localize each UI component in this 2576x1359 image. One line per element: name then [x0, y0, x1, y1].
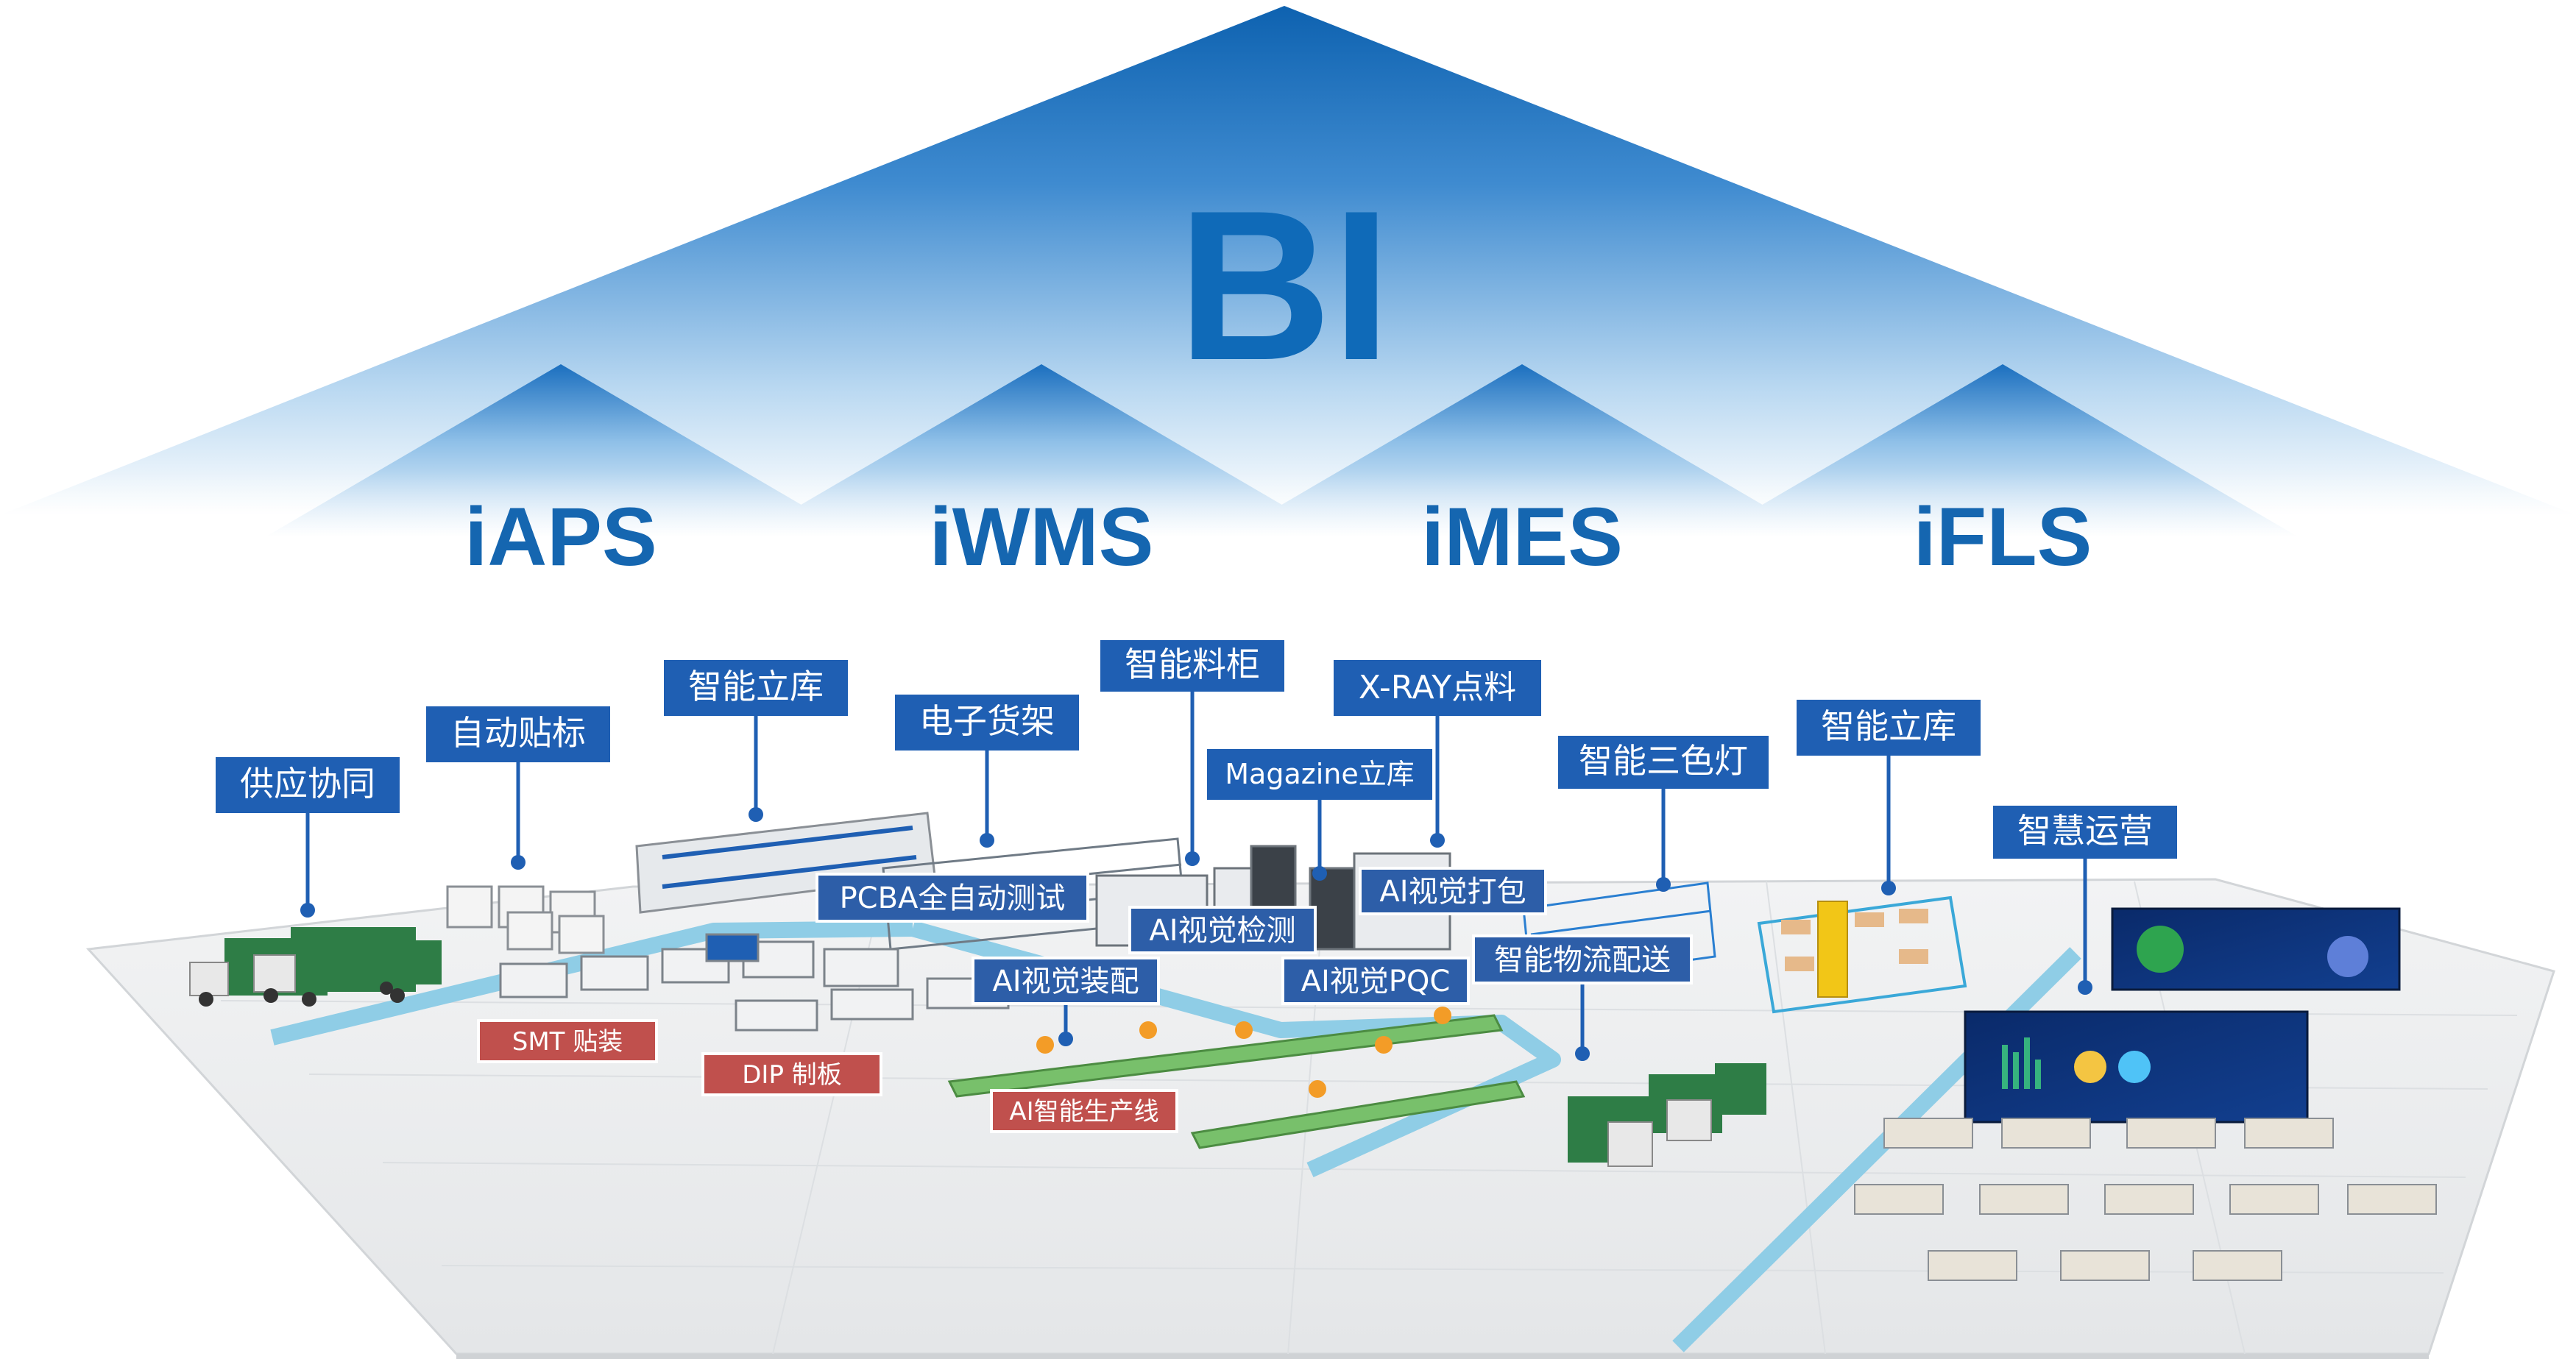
system-label-ifls: iFLS: [1914, 491, 2092, 583]
label-smart-warehouse-2-text: 智能立库: [1821, 706, 1956, 746]
operations-center: [1854, 907, 2437, 1281]
system-label-iaps: iAPS: [464, 491, 657, 583]
bi-pyramid-shape: [0, 6, 2576, 515]
label-e-shelf-text: 电子货架: [919, 701, 1055, 741]
tag-ai-line-text: AI智能生产线: [1009, 1097, 1158, 1126]
label-e-shelf: 电子货架: [895, 695, 1079, 751]
label-magazine: Magazine立库: [1207, 749, 1432, 800]
pyramid-fade: [0, 471, 2576, 625]
smt-line: [499, 933, 899, 998]
bi-pyramid: BI iAPS iWMS iMES iFLS: [0, 6, 2576, 625]
tag-ai-line: AI智能生产线: [990, 1089, 1178, 1133]
label-tricolor: 智能三色灯: [1558, 736, 1769, 789]
tag-pcba-test: PCBA全自动测试: [815, 873, 1089, 923]
callout-pins: [305, 692, 2087, 1052]
label-smart-ops: 智慧运营: [1993, 806, 2177, 859]
bi-label: BI: [1178, 166, 1391, 405]
tag-ai-inspect: AI视觉检测: [1128, 906, 1317, 954]
floor-edge: [456, 1354, 2429, 1359]
callout-dots: [300, 807, 2092, 1061]
tag-ai-pack: AI视觉打包: [1359, 867, 1547, 915]
system-label-iwms: iWMS: [930, 491, 1154, 583]
tag-dip-text: DIP 制板: [742, 1060, 842, 1090]
tag-ai-inspect-text: AI视觉检测: [1149, 914, 1295, 948]
system-label-imes: iMES: [1421, 491, 1623, 583]
label-supply: 供应协同: [216, 757, 400, 813]
smart-warehouse-2: [1757, 895, 1967, 1014]
labeling-machines: [446, 885, 605, 954]
label-smart-warehouse-1: 智能立库: [664, 660, 848, 716]
tag-logistics-text: 智能物流配送: [1494, 943, 1671, 977]
trucks-left: [189, 927, 442, 1007]
tag-smt: SMT 贴装: [477, 1019, 658, 1063]
label-xray-text: X-RAY点料: [1359, 669, 1516, 706]
label-smart-ops-text: 智慧运营: [2017, 811, 2153, 851]
tag-ai-pqc-text: AI视觉PQC: [1301, 965, 1451, 998]
tag-logistics: 智能物流配送: [1472, 934, 1693, 984]
tag-ai-assemble: AI视觉装配: [972, 957, 1160, 1005]
tag-pcba-test-text: PCBA全自动测试: [840, 881, 1066, 915]
tag-ai-assemble-text: AI视觉装配: [992, 965, 1139, 998]
warehouse-rack-1: [635, 812, 936, 914]
label-magazine-text: Magazine立库: [1225, 758, 1414, 790]
tag-ai-pack-text: AI视觉打包: [1379, 875, 1526, 909]
label-auto-mount-text: 自动贴标: [450, 713, 586, 753]
truck: [372, 940, 442, 995]
tag-ai-pqc: AI视觉PQC: [1281, 957, 1470, 1005]
label-tricolor-text: 智能三色灯: [1579, 741, 1748, 781]
ai-production-line: [947, 1007, 1526, 1149]
label-smart-cabinet: 智能料柜: [1100, 640, 1284, 692]
label-smart-cabinet-text: 智能料柜: [1125, 645, 1260, 684]
label-smart-warehouse-1-text: 智能立库: [688, 667, 824, 706]
label-supply-text: 供应协同: [240, 764, 375, 803]
tag-dip: DIP 制板: [701, 1052, 882, 1096]
label-smart-warehouse-2: 智能立库: [1797, 700, 1981, 756]
tag-smt-text: SMT 贴装: [512, 1027, 623, 1057]
label-auto-mount: 自动贴标: [426, 706, 610, 762]
label-xray: X-RAY点料: [1334, 660, 1541, 716]
logistics-trucks: [1568, 1063, 1766, 1167]
